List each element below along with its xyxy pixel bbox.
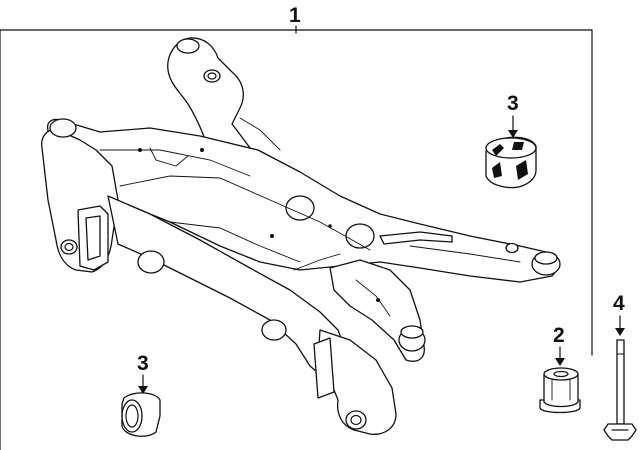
lower-leg-bracket [313,337,335,399]
assembly-frame [0,29,593,450]
callout-3-lower-arrow [138,386,148,394]
bushing-upper[interactable] [485,136,537,189]
left-bracket-slot [85,215,101,261]
lower-center-boss [261,319,287,341]
lower-leg-hole [345,410,367,430]
callout-3-upper-arrow [508,130,518,138]
bushing-lower[interactable] [121,392,161,437]
left-mount-hole [60,239,78,255]
center-mount-boss [137,250,165,274]
callout-3-upper-label: 3 [507,92,519,115]
left-top-mount [49,118,77,138]
bushing-rear[interactable] [539,367,581,414]
right-arm-hole [505,242,519,254]
callout-4-label: 4 [613,292,625,315]
callout-2-arrow [555,358,565,366]
callout-3-lower[interactable]: 3 [137,352,149,394]
subframe-lower-leg [317,329,397,435]
callout-3-lower-label: 3 [137,352,149,375]
callout-3-upper[interactable]: 3 [507,92,519,138]
upper-arm-mount [176,38,200,54]
right-mid-boss [345,223,375,249]
callout-4-arrow [615,328,625,336]
mounting-bolt[interactable] [603,339,637,441]
callout-2[interactable]: 2 [553,324,565,366]
callout-4[interactable]: 4 [613,292,625,336]
callout-1-label: 1 [289,4,301,27]
callout-1[interactable]: 1 [289,4,301,34]
upper-arm-hole [203,69,221,83]
callout-2-label: 2 [553,324,565,347]
subframe-upper-arm [167,37,259,171]
mid-mount-boss [285,195,315,221]
subframe-assembly[interactable] [41,37,561,435]
right-arm-strap [379,231,453,245]
